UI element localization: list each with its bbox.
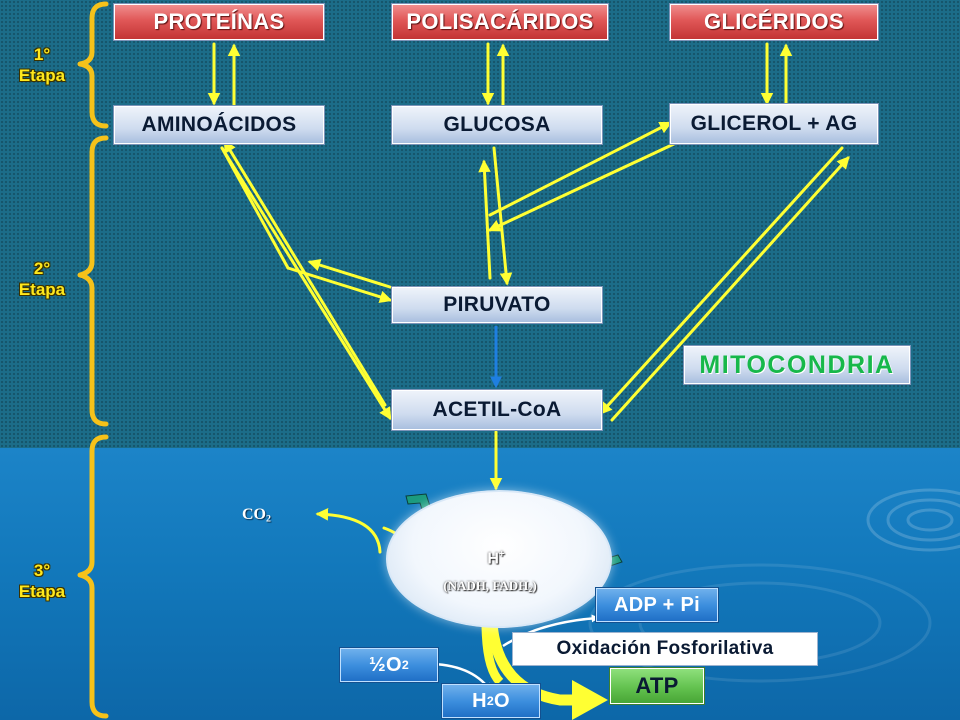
- carriers-suffix: ): [532, 578, 537, 593]
- acetyl-coa-box: ACETIL-CoA: [391, 389, 603, 431]
- glucose-box: GLUCOSA: [391, 105, 603, 145]
- stage-word: Etapa: [18, 66, 66, 85]
- glycerol-box: GLICEROL + AG: [669, 103, 879, 145]
- water-o: O: [494, 689, 510, 712]
- polysaccharides-box: POLISACÁRIDOS: [391, 3, 609, 41]
- mitochondria-label: MITOCONDRIA: [683, 345, 911, 385]
- stage-ordinal: 3°: [33, 561, 51, 580]
- co2-base: CO: [242, 506, 266, 523]
- atp-box: ATP: [609, 667, 705, 705]
- electron-carriers-label: (NADH, FADH2): [420, 578, 560, 594]
- stage-label-3: 3° Etapa: [2, 560, 82, 602]
- hydrogen-ion-label: H+: [476, 549, 516, 568]
- glycerides-box: GLICÉRIDOS: [669, 3, 879, 41]
- stage-word: Etapa: [18, 280, 66, 299]
- hplus-superscript: +: [498, 549, 505, 560]
- upper-background: [0, 0, 960, 448]
- stage-label-1: 1° Etapa: [2, 44, 82, 86]
- carriers-subscript: 2: [528, 585, 533, 594]
- co2-subscript: 2: [266, 513, 271, 525]
- stage-word: Etapa: [18, 582, 66, 601]
- water-h: H: [472, 689, 487, 712]
- proteins-box: PROTEÍNAS: [113, 3, 325, 41]
- amino-acids-box: AMINOÁCIDOS: [113, 105, 325, 145]
- oxygen-subscript: 2: [401, 658, 410, 672]
- stage-label-2: 2° Etapa: [2, 258, 82, 300]
- oxygen-base: ½O: [368, 653, 402, 676]
- hplus-base: H: [487, 550, 499, 568]
- stage-ordinal: 2°: [33, 259, 51, 278]
- adp-pi-box: ADP + Pi: [595, 587, 719, 623]
- oxidative-phosphorylation-label: Oxidación Fosforilativa: [512, 632, 818, 666]
- co2-label: CO2: [242, 506, 271, 524]
- krebs-cycle: [386, 490, 612, 628]
- carriers-prefix: (NADH, FADH: [443, 578, 529, 593]
- pyruvate-box: PIRUVATO: [391, 286, 603, 324]
- stage-ordinal: 1°: [33, 45, 51, 64]
- water-subscript: 2: [486, 694, 495, 708]
